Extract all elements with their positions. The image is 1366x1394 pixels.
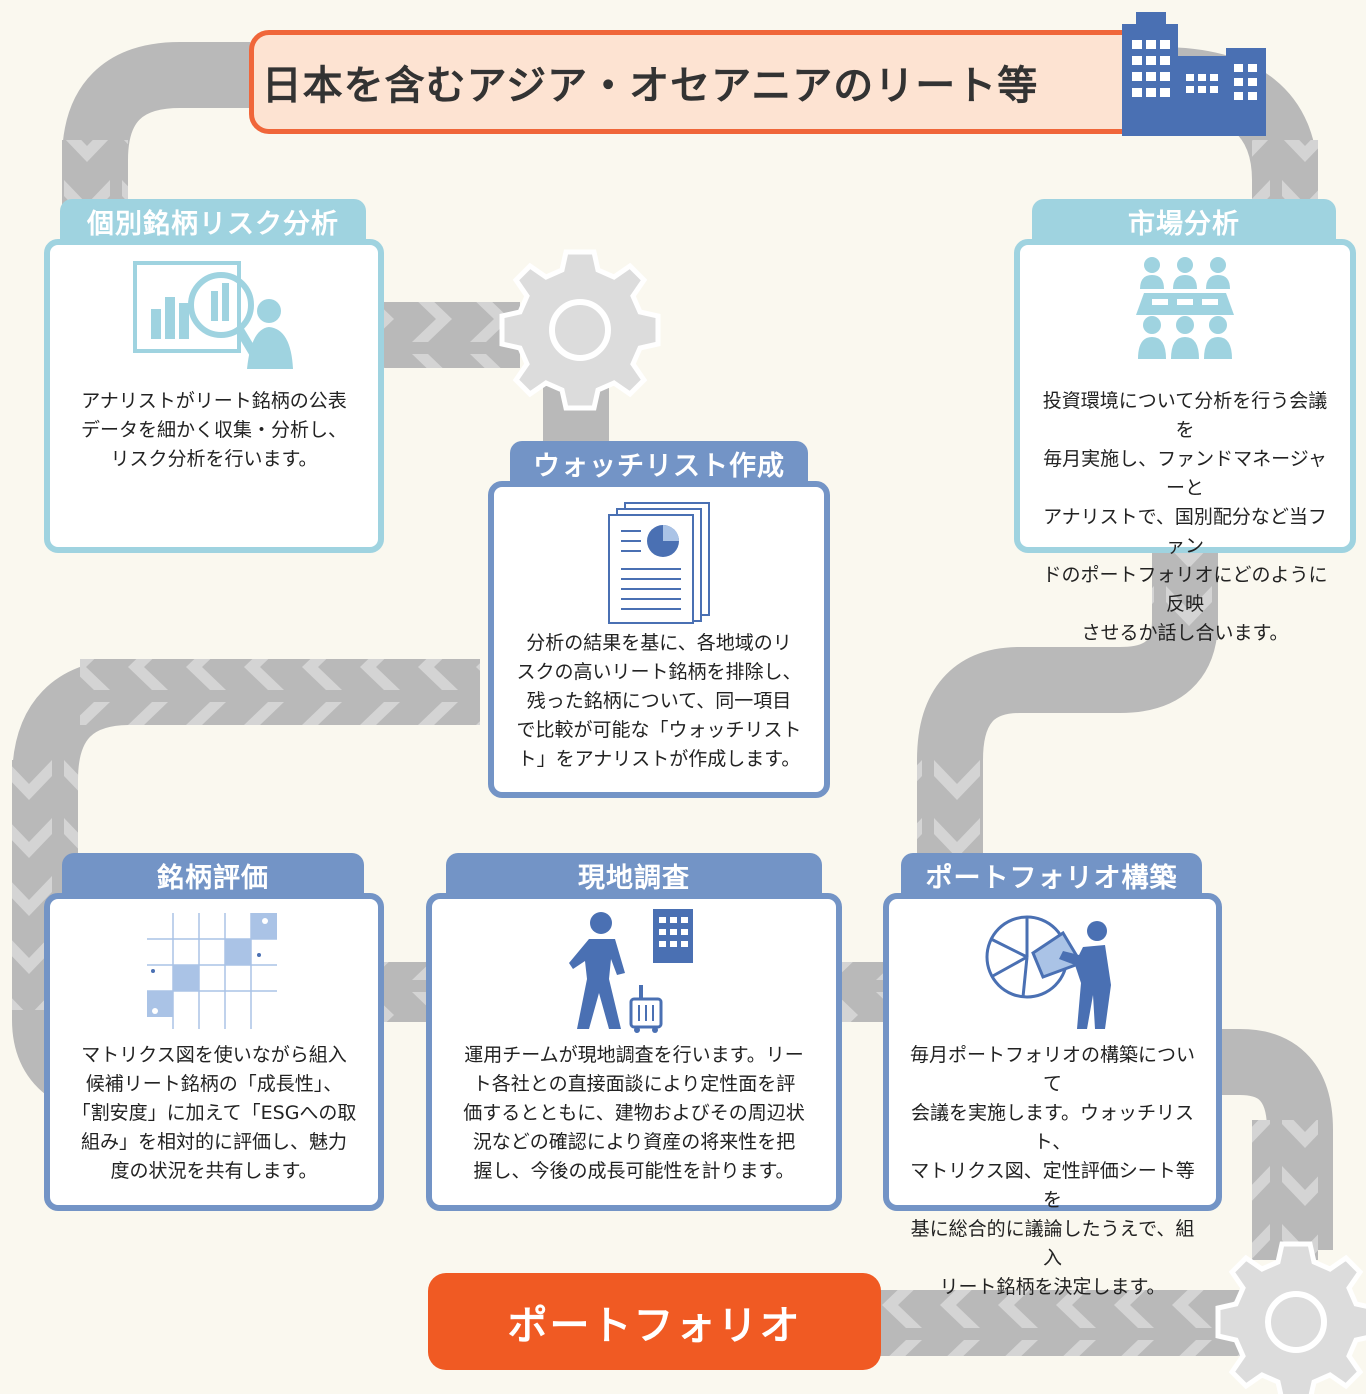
description-line: 分析の結果を基に、各地域のリ <box>526 632 792 654</box>
description-line: 候補リート銘柄の「成長性」、 <box>85 1073 343 1095</box>
step-evaluation: 銘柄評価 マトリクス図を使いながら組入 候補リート銘柄の「成長性」、 「割安度」… <box>44 853 384 1211</box>
description-line: させるか話し合います。 <box>1081 622 1289 644</box>
magnifier-chart-analyst-icon <box>133 261 293 369</box>
description-line: 毎月実施し、ファンドマネージャーと <box>1043 448 1327 499</box>
step-label: 現地調査 <box>446 853 822 897</box>
description-line: 組み」を相対的に評価し、魅力 <box>80 1131 347 1153</box>
description-line: ト各社との直接面談により定性面を評 <box>472 1073 796 1095</box>
step-market-analysis: 市場分析 投資環境について分析を行う会議を 毎月実施し、ファンドマネージャーと … <box>1014 199 1356 644</box>
step-card: 投資環境について分析を行う会議を 毎月実施し、ファンドマネージャーと アナリスト… <box>1014 239 1356 644</box>
step-card: 毎月ポートフォリオの構築について 会議を実施します。ウォッチリスト、 マトリクス… <box>883 893 1222 1298</box>
description-line: マトリクス図を使いながら組入 <box>81 1044 347 1066</box>
description-line: 毎月ポートフォリオの構築について <box>909 1044 1195 1095</box>
description-line: 況などの確認により資産の将来性を把 <box>472 1131 796 1153</box>
pie-chart-person-icon <box>985 915 1111 1029</box>
description-line: ドのポートフォリオにどのように反映 <box>1042 564 1328 615</box>
matrix-grid-icon <box>147 913 277 1029</box>
description-line: で比較が可能な「ウォッチリスト <box>516 719 802 741</box>
step-card: 分析の結果を基に、各地域のリ スクの高いリート銘柄を排除し、 残った銘柄について… <box>488 481 830 798</box>
description-line: データを細かく収集・分析し、 <box>80 419 347 441</box>
building-icon <box>1122 12 1266 136</box>
description-line: 会議を実施します。ウォッチリスト、 <box>910 1102 1195 1153</box>
step-survey: 現地調査 運用チームが現地調査を行います。リー ト各社との直接面談により定性面を… <box>426 853 842 1211</box>
description-line: リスク分析を行います。 <box>110 448 318 470</box>
step-card: アナリストがリート銘柄の公表 データを細かく収集・分析し、 リスク分析を行います… <box>44 239 384 553</box>
description-line: 基に総合的に議論したうえで、組入 <box>910 1218 1195 1269</box>
description-line: 投資環境について分析を行う会議を <box>1042 390 1328 441</box>
description-line: 残った銘柄について、同一項目 <box>526 690 792 712</box>
gear-icon <box>1215 1241 1366 1394</box>
gear-icon <box>499 249 661 411</box>
step-risk-analysis: 個別銘柄リスク分析 アナリストがリート銘柄の公表 データを細かく収集・分析し、 … <box>44 199 384 553</box>
step-card: 運用チームが現地調査を行います。リー ト各社との直接面談により定性面を評 価する… <box>426 893 842 1211</box>
description-line: リート銘柄を決定します。 <box>939 1276 1166 1298</box>
portfolio-box: ポートフォリオ <box>428 1273 881 1370</box>
description-line: アナリストで、国別配分など当ファン <box>1043 506 1327 557</box>
step-label: 個別銘柄リスク分析 <box>60 199 366 243</box>
traveler-suitcase-icon <box>569 909 693 1033</box>
portfolio-label: ポートフォリオ <box>507 1302 802 1349</box>
meeting-icon <box>1136 257 1234 359</box>
step-portfolio-construction: ポートフォリオ構築 毎月ポートフォリオの構築について 会議を実施します。ウォッチ… <box>883 853 1222 1298</box>
description-line: 握し、今後の成長可能性を計ります。 <box>473 1160 795 1182</box>
description-line: ト」をアナリストが作成します。 <box>517 748 801 770</box>
step-label: 銘柄評価 <box>62 853 364 897</box>
description-line: 運用チームが現地調査を行います。リー <box>464 1044 804 1066</box>
description-line: 「割安度」に加えて「ESGへの取 <box>71 1102 357 1124</box>
description-line: 度の状況を共有します。 <box>110 1160 318 1182</box>
step-card: マトリクス図を使いながら組入 候補リート銘柄の「成長性」、 「割安度」に加えて「… <box>44 893 384 1211</box>
step-label: ポートフォリオ構築 <box>901 853 1202 897</box>
description-line: スクの高いリート銘柄を排除し、 <box>516 661 802 683</box>
step-label: 市場分析 <box>1032 199 1336 243</box>
description-line: マトリクス図、定性評価シート等を <box>910 1160 1195 1211</box>
page-title: 日本を含むアジア・オセアニアのリート等 <box>261 63 1039 109</box>
document-stack-icon <box>608 502 710 624</box>
step-watchlist: ウォッチリスト作成 分析の結果を基に、各地域のリ スクの高いリート銘柄を排除し、… <box>488 441 830 798</box>
step-label: ウォッチリスト作成 <box>510 441 808 485</box>
description-line: 価するとともに、建物およびその周辺状 <box>463 1102 805 1124</box>
description-line: アナリストがリート銘柄の公表 <box>81 390 347 412</box>
title-box: 日本を含むアジア・オセアニアのリート等 <box>249 30 1161 134</box>
